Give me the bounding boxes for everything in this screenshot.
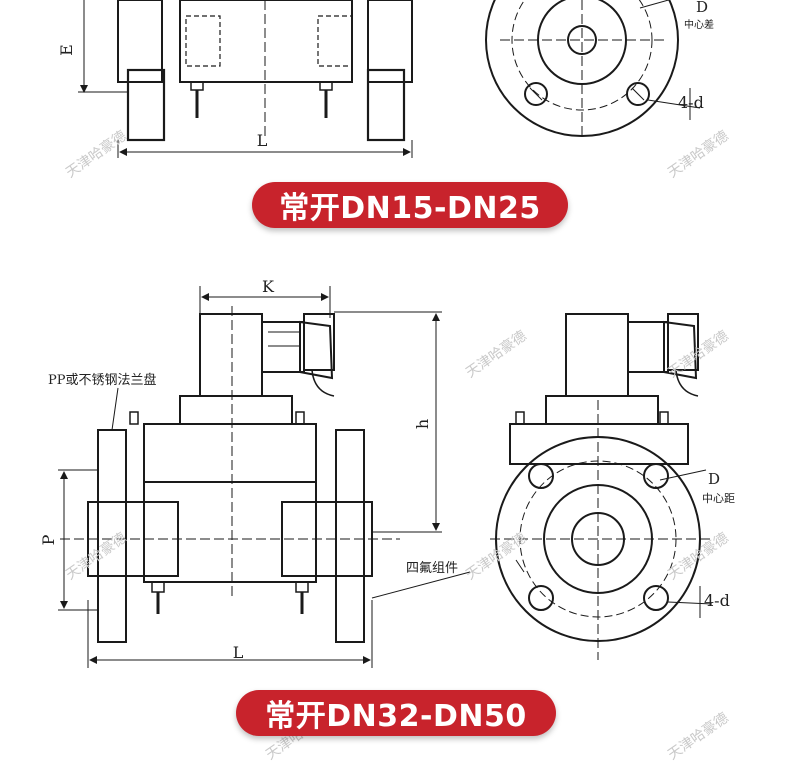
watermark-text: 天津哈豪德 [665,128,732,181]
flange-material-note: PP或不锈钢法兰盘 [48,372,157,388]
top-e-label: E [57,44,76,56]
bottom-side-view [58,286,471,668]
watermark-text: 天津哈豪德 [665,710,732,763]
caption-top: 常开DN15-DN25 [252,182,568,228]
bottom-h-label: h [413,419,432,429]
bottom-holes-label: 4-d [704,591,730,610]
caption-bottom: 常开DN32-DN50 [236,690,556,736]
ptfe-assembly-note: 四氟组件 [406,561,458,576]
watermark-text: 天津哈豪德 [63,128,130,181]
top-holes-label: 4-d [678,93,704,112]
top-flange-view [485,0,701,140]
top-center-label: 中心差 [684,18,714,31]
bottom-flange-view [490,313,713,660]
top-d-label: D [696,0,708,16]
watermark-text: 天津哈豪德 [463,328,530,381]
bottom-k-label: K [262,277,275,296]
bottom-l-label: L [233,643,244,662]
bottom-p-label: P [39,534,58,545]
top-side-view [78,0,413,158]
top-l-label: L [257,131,268,150]
bottom-center-label: 中心距 [702,492,735,505]
bottom-d-label: D [708,470,720,488]
watermark-text: 天津哈豪德 [665,530,732,583]
